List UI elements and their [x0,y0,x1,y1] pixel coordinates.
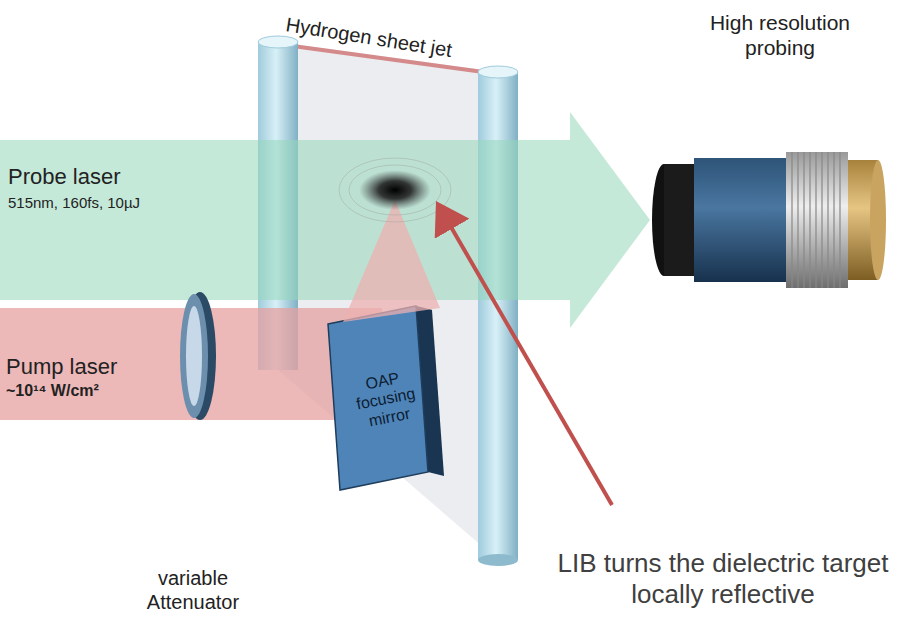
probing-label: High resolution probing [680,10,880,60]
pump-beam: Pump laser ~10¹⁴ W/cm² [0,308,382,420]
attenuator-label: variable Attenuator [118,566,268,614]
oap-mirror: OAP focusing mirror [320,300,444,496]
annotation: LIB turns the dielectric target locally … [546,548,900,610]
probe-beam: Probe laser 515nm, 160fs, 10µJ [0,108,650,336]
beam-name: Pump laser [6,354,176,379]
beam-intensity: ~10¹⁴ W/cm² [6,382,176,400]
node-shape [0,108,650,336]
beam-name: Probe laser [8,164,308,189]
beam-parameters: 515nm, 160fs, 10µJ [8,194,308,211]
